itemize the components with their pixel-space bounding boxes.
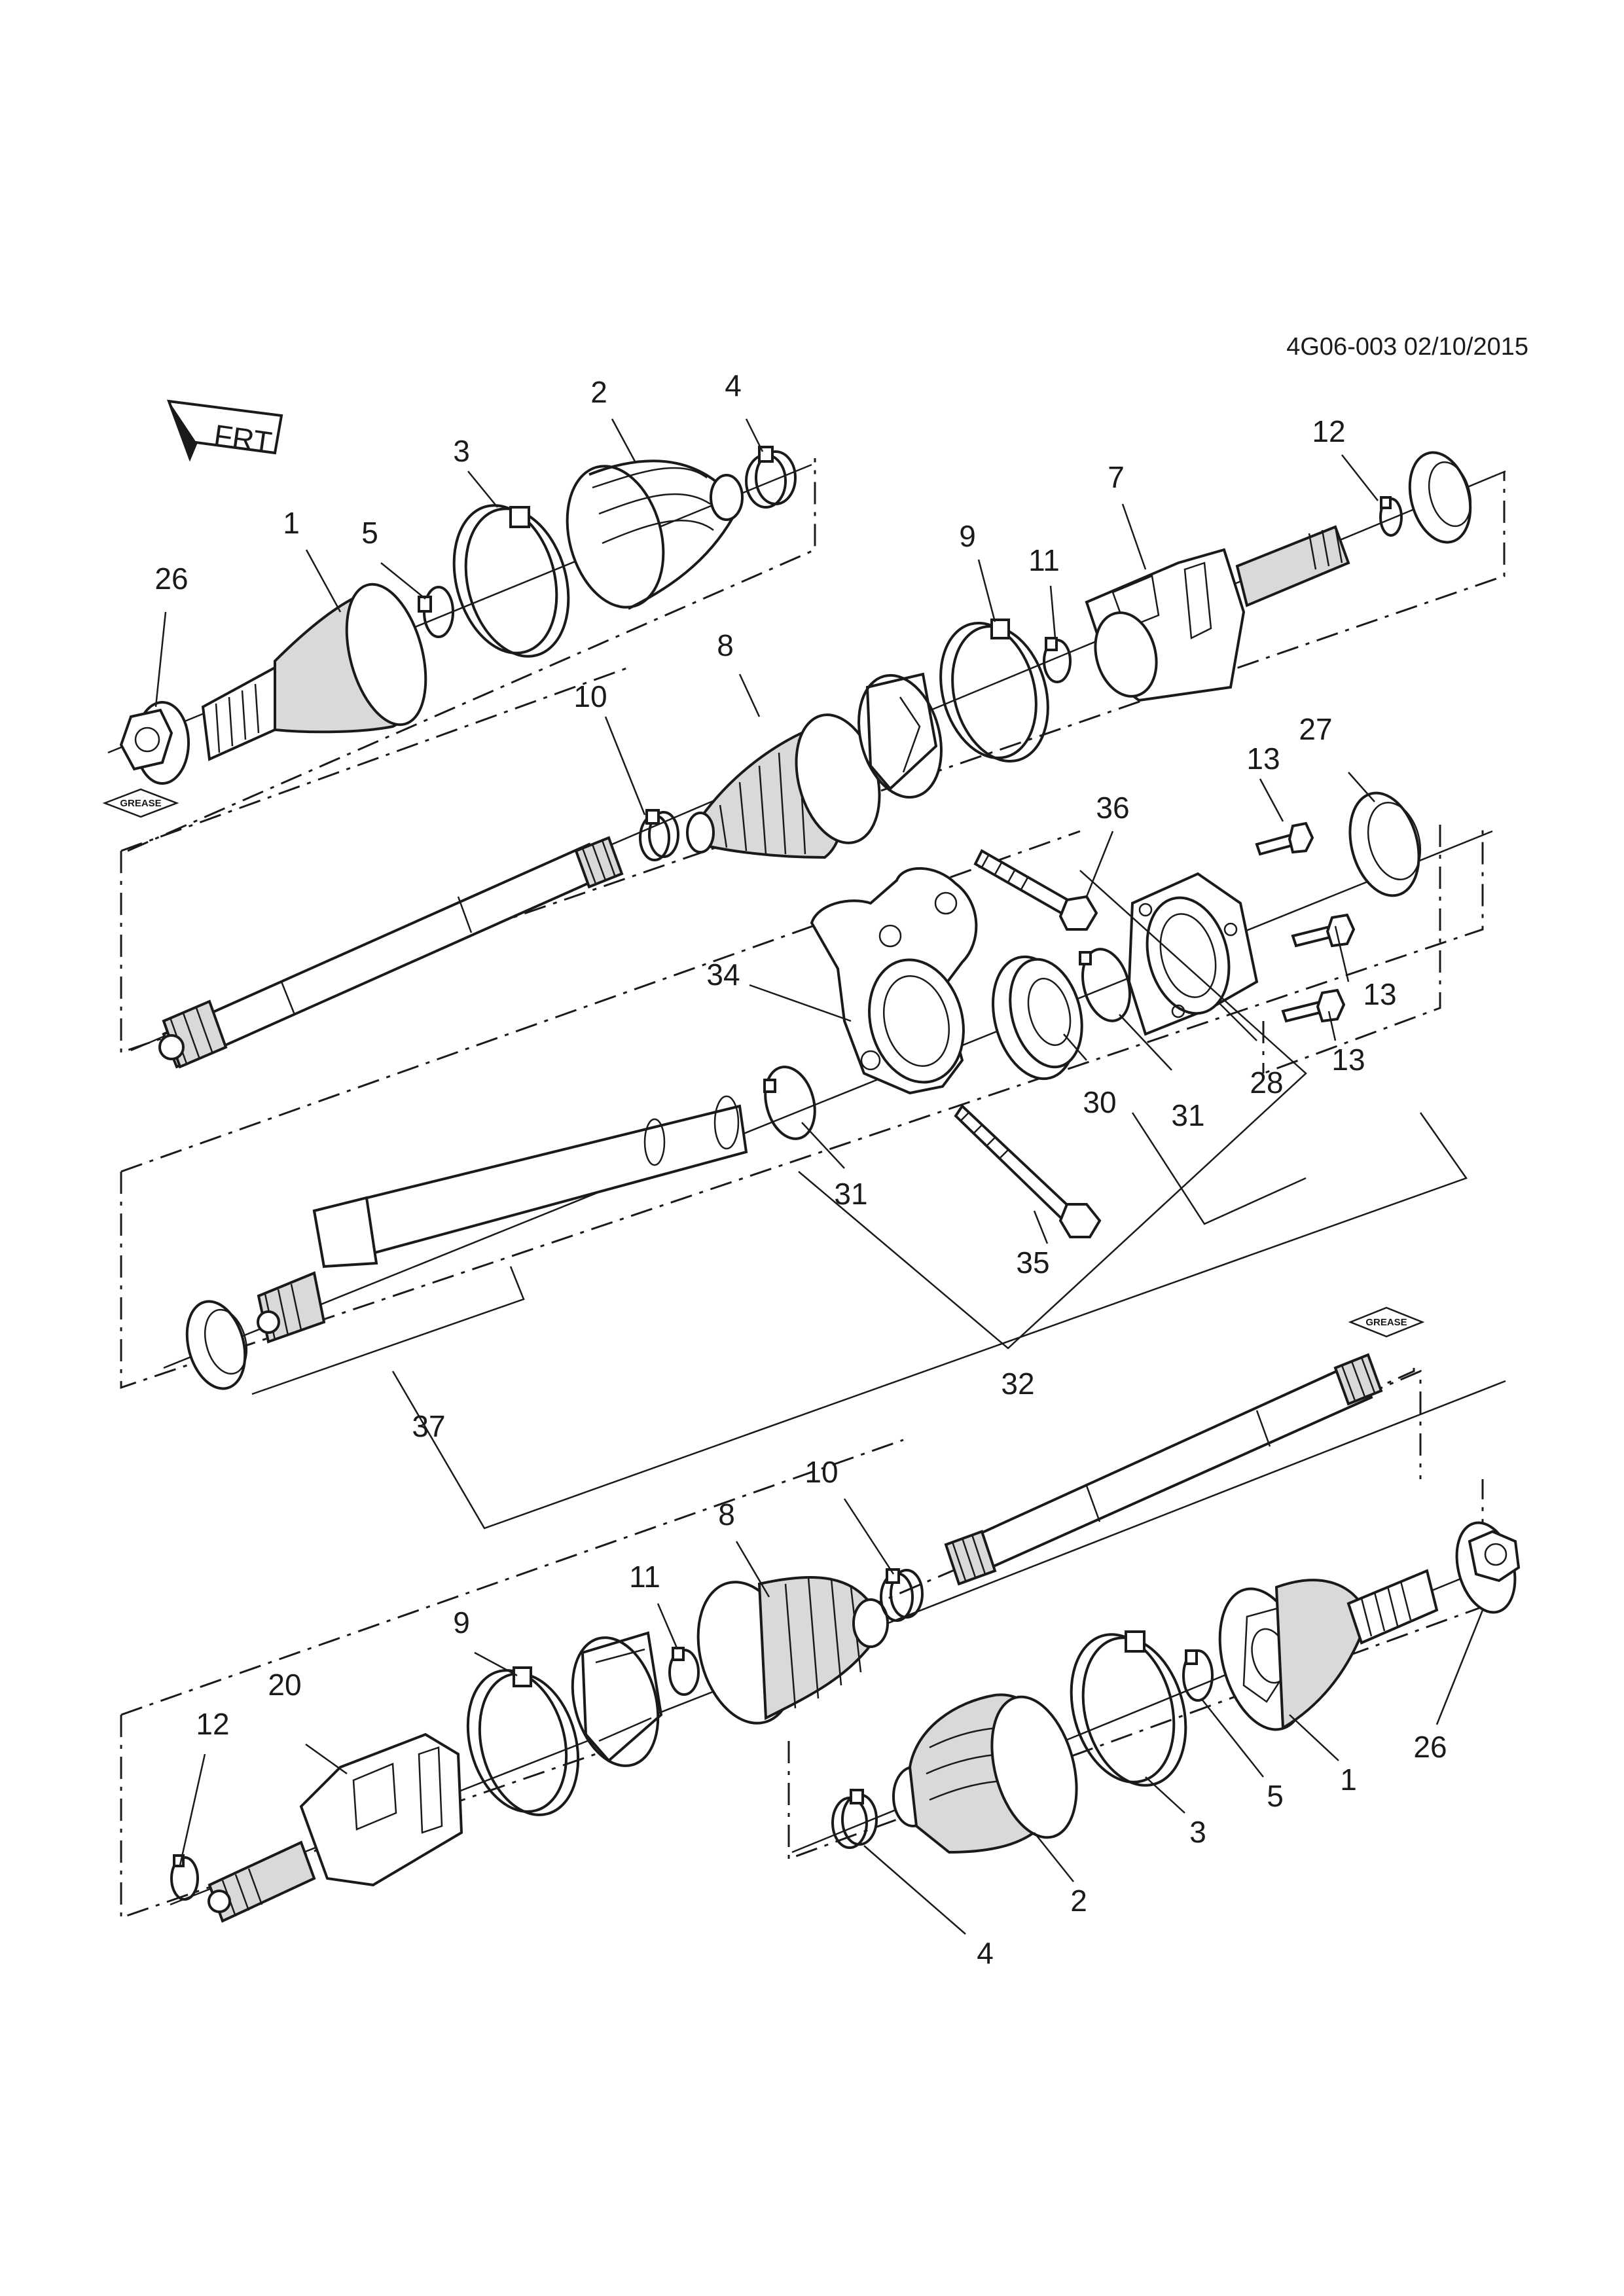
callout-label: 28: [1250, 1066, 1283, 1100]
callout-label: 11: [629, 1560, 660, 1594]
flange-bolt-part: [1291, 913, 1356, 948]
leader-lines: [154, 418, 1484, 1935]
bolt-part: [973, 849, 1098, 931]
snap-ring-part: [1379, 496, 1403, 537]
callout-label: 10: [573, 679, 607, 713]
small-boot-clamp-part: [880, 1568, 924, 1622]
boot-clamp-part: [1070, 1630, 1187, 1787]
cv-boot-part: [566, 459, 744, 610]
callout-label: 37: [412, 1409, 445, 1443]
shaft-bearing-part: [992, 955, 1083, 1081]
callout-label: 34: [706, 958, 740, 992]
intermediate-shaft-group: [185, 791, 1422, 1390]
front-direction-label: FRT: [212, 418, 274, 459]
callout-label: 36: [1096, 791, 1129, 825]
callout-label: 10: [804, 1455, 838, 1489]
lower-axle-shaft-part: [944, 1353, 1383, 1586]
callout-labels: 26 1 5 3 2 4 10 8 9 11 7 12 13 27 36 34 …: [154, 368, 1447, 1970]
callout-label: 26: [1413, 1730, 1447, 1764]
callout-label: 9: [959, 519, 976, 553]
callout-label: 3: [1189, 1815, 1206, 1849]
callout-label: 5: [1267, 1779, 1284, 1813]
callout-label: 1: [283, 506, 300, 540]
callout-label: 30: [1083, 1085, 1116, 1119]
snap-ring-part: [1043, 637, 1072, 683]
bearing-retainer-plate-part: [1127, 872, 1259, 1036]
callout-label: 4: [725, 368, 742, 403]
flange-bolt-part: [1281, 988, 1346, 1023]
grease-tag-label: GREASE: [1365, 1317, 1407, 1328]
snap-ring-part: [668, 1647, 700, 1696]
support-bracket-part: [810, 867, 978, 1095]
bolt-part: [954, 1103, 1102, 1238]
grease-tag-icon: GREASE: [102, 788, 179, 818]
snap-ring-part: [418, 586, 454, 638]
outer-cv-joint-part: [201, 583, 427, 761]
small-boot-clamp-part: [745, 446, 797, 509]
callout-label: 13: [1331, 1043, 1365, 1077]
callout-label: 8: [718, 1498, 735, 1532]
snap-ring-part: [170, 1854, 199, 1901]
grease-tag-label: GREASE: [120, 798, 161, 809]
callout-label: 9: [453, 1605, 470, 1640]
snap-ring-part: [1182, 1649, 1214, 1702]
snap-ring-part: [1079, 948, 1131, 1022]
callout-label: 2: [1070, 1884, 1087, 1918]
callout-label: 31: [1171, 1098, 1204, 1132]
upper-axle-shaft-part: [158, 836, 624, 1069]
callout-label: 11: [1028, 543, 1060, 577]
callout-label: 8: [717, 628, 734, 662]
inner-joint-housing-part: [208, 1732, 463, 1923]
small-boot-clamp-part: [831, 1789, 878, 1849]
callout-label: 1: [1340, 1763, 1357, 1797]
large-boot-clamp-part: [466, 1666, 580, 1816]
outer-cv-joint-part: [1218, 1569, 1439, 1731]
small-boot-clamp-part: [639, 809, 679, 861]
inner-joint-housing-part: [1085, 525, 1350, 702]
callout-label: 32: [1001, 1367, 1034, 1401]
cv-boot-part: [892, 1693, 1078, 1854]
callout-label: 12: [196, 1707, 229, 1741]
inner-cv-boot-part: [686, 713, 881, 859]
tripod-bearing-part: [571, 1631, 663, 1767]
callout-label: 2: [590, 375, 607, 409]
boot-clamp-part: [452, 504, 570, 658]
callout-label: 7: [1108, 460, 1125, 494]
axle-nut-part: [119, 701, 190, 785]
callout-label: 12: [1312, 414, 1345, 448]
callout-label: 26: [154, 562, 188, 596]
callout-label: 13: [1363, 977, 1396, 1011]
callout-label: 31: [834, 1177, 867, 1211]
callout-label: 5: [361, 516, 378, 550]
lower-inner-joint-group: [170, 1568, 924, 1923]
document-id: 4G06-003 02/10/2015: [1286, 333, 1528, 361]
shaft-seal-part: [1408, 451, 1472, 544]
intermediate-shaft-part: [257, 1095, 748, 1344]
lower-outer-joint-group: [831, 1521, 1521, 1854]
shaft-seal-part: [185, 1300, 247, 1390]
grease-tag-icon: GREASE: [1348, 1306, 1425, 1338]
callout-label: 27: [1299, 712, 1332, 746]
snap-ring-part: [763, 1066, 816, 1140]
callout-label: 3: [453, 434, 470, 468]
callout-label: 13: [1246, 742, 1280, 776]
flange-bolt-part: [1255, 821, 1314, 856]
upper-inner-joint-group: [639, 451, 1472, 861]
outer-seal-part: [1348, 791, 1422, 897]
axle-nut-part: [1455, 1521, 1521, 1614]
callout-label: 35: [1016, 1246, 1049, 1280]
large-boot-clamp-part: [939, 619, 1049, 763]
inner-cv-boot-part: [696, 1576, 889, 1725]
callout-label: 4: [977, 1936, 994, 1970]
upper-outer-joint-group: [119, 446, 797, 785]
callout-label: 20: [268, 1668, 301, 1702]
tripod-bearing-part: [857, 672, 943, 799]
front-direction-arrow-icon: FRT: [166, 399, 283, 462]
